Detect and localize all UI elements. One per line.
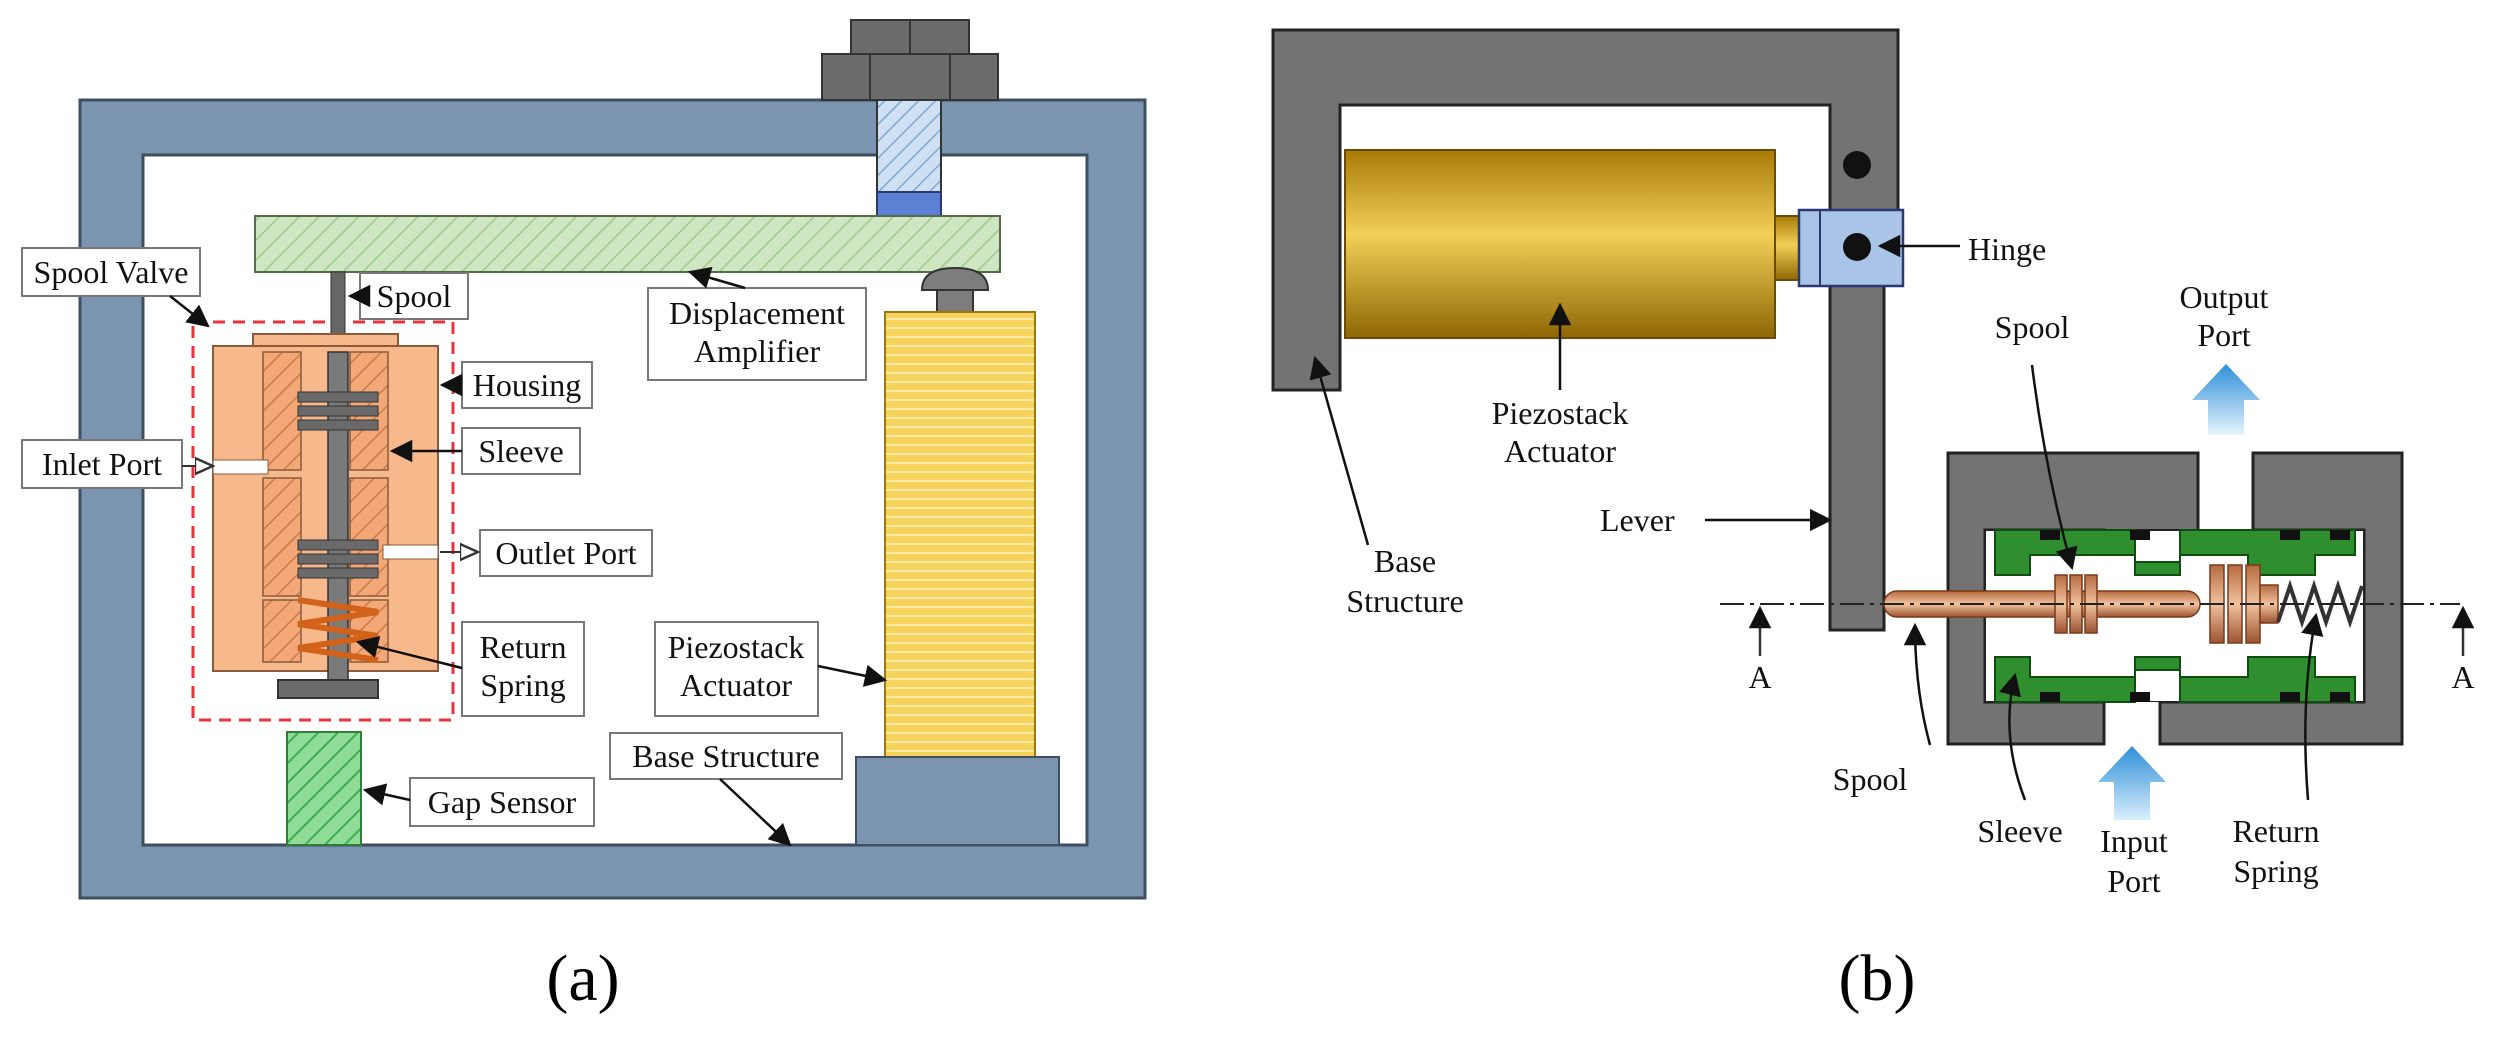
label-input-port-2: Port <box>2107 863 2160 899</box>
label-inlet-port: Inlet Port <box>21 439 183 489</box>
displacement-amplifier-beam <box>254 215 1001 273</box>
label-section-a-right: A <box>2451 659 2474 695</box>
sleeve-b <box>1994 529 2356 703</box>
label-input-port-1: Input <box>2100 823 2168 859</box>
top-bolt <box>821 19 999 101</box>
label-sleeve-b: Sleeve <box>1977 813 2062 849</box>
label-housing-text: Housing <box>473 367 581 403</box>
label-piezostack-actuator-a-text-2: Actuator <box>680 667 792 703</box>
caption-a: (a) <box>546 942 619 1015</box>
lever <box>1828 234 1886 632</box>
base-frame-a <box>78 98 1147 900</box>
label-hinge: Hinge <box>1968 231 2046 267</box>
label-displacement-amplifier-text-2: Amplifier <box>694 333 821 369</box>
label-output-port-2: Port <box>2197 317 2250 353</box>
label-return-spring-b-2: Spring <box>2233 853 2318 889</box>
label-spool-valve: Spool Valve <box>21 247 201 297</box>
caption-b: (b) <box>1839 942 1916 1015</box>
label-gap-sensor-text: Gap Sensor <box>428 784 577 820</box>
piezostack-a <box>884 311 1036 758</box>
panel-b: Hinge Output Port Spool Piezostack Actua… <box>1271 28 2475 1015</box>
label-spool-text: Spool <box>377 278 452 314</box>
label-spool-top: Spool <box>1995 309 2070 345</box>
label-spool: Spool <box>359 272 469 320</box>
panel-a: Spool Valve Spool Displacement Amplifier… <box>21 19 1147 1015</box>
gap-sensor <box>286 731 362 846</box>
label-displacement-amplifier: Displacement Amplifier <box>647 287 867 381</box>
label-gap-sensor: Gap Sensor <box>409 777 595 827</box>
output-port-arrow <box>2192 364 2260 435</box>
label-base-structure-b-1: Base <box>1374 543 1436 579</box>
label-piezostack-actuator-a-text-1: Piezostack <box>668 629 805 665</box>
label-base-structure-a-text: Base Structure <box>632 738 820 774</box>
label-piezostack-actuator-b-1: Piezostack <box>1492 395 1629 431</box>
label-section-a-left: A <box>1748 659 1771 695</box>
label-piezostack-actuator-a: Piezostack Actuator <box>654 621 819 717</box>
label-housing: Housing <box>461 361 593 409</box>
base-structure-b <box>1271 28 1900 392</box>
label-inlet-port-text: Inlet Port <box>42 446 162 482</box>
label-sleeve: Sleeve <box>461 427 581 475</box>
label-spool-bottom: Spool <box>1833 761 1908 797</box>
label-lever: Lever <box>1600 502 1675 538</box>
piezo-cap <box>920 266 990 291</box>
label-displacement-amplifier-text-1: Displacement <box>669 295 845 331</box>
spool-valve-assembly <box>191 271 455 722</box>
bolt-shaft <box>876 99 942 193</box>
spool-valve-boundary <box>191 320 455 722</box>
label-outlet-port-text: Outlet Port <box>495 535 636 571</box>
label-output-port-1: Output <box>2180 279 2269 315</box>
label-base-structure-b-2: Structure <box>1346 583 1463 619</box>
piezo-base-a <box>855 756 1060 846</box>
return-spring-a <box>297 597 379 663</box>
label-spool-valve-text: Spool Valve <box>34 254 189 290</box>
label-base-structure-a: Base Structure <box>609 732 843 780</box>
label-return-spring-text-2: Spring <box>480 667 565 703</box>
label-outlet-port: Outlet Port <box>479 529 653 577</box>
label-piezostack-actuator-b-2: Actuator <box>1504 433 1616 469</box>
label-return-spring-text-1: Return <box>479 629 566 665</box>
label-return-spring-b-1: Return <box>2232 813 2319 849</box>
label-sleeve-text: Sleeve <box>478 433 563 469</box>
label-return-spring: Return Spring <box>461 621 585 717</box>
input-port-arrow <box>2098 746 2166 820</box>
